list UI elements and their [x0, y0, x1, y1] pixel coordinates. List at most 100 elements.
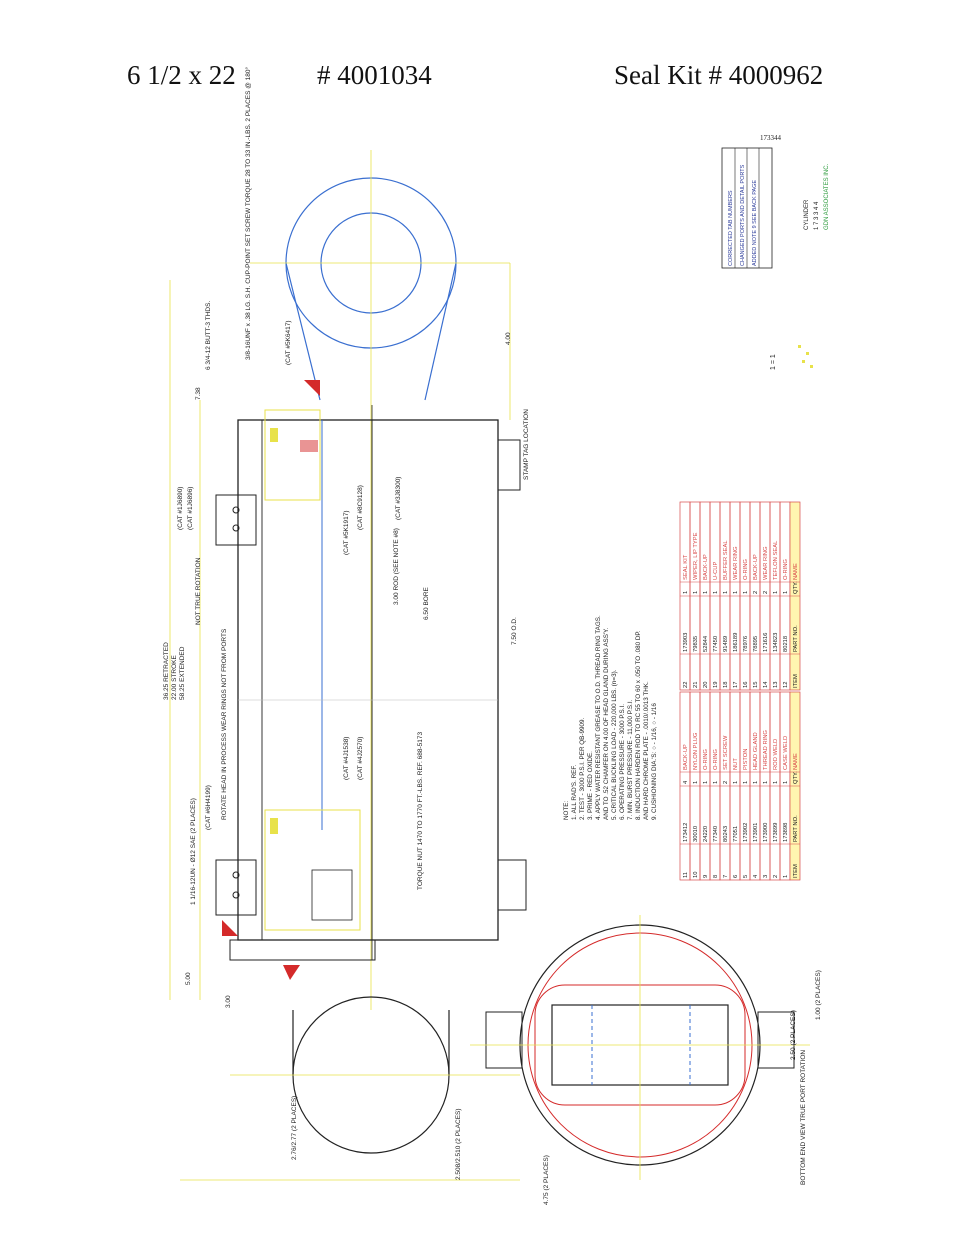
bom-left-cell: 3 [763, 875, 769, 878]
bom-right-cell: U-CUP [713, 562, 719, 580]
cat-a: (CAT #1J6890) [177, 487, 184, 530]
bom-right-cell: 134823 [773, 633, 779, 652]
bom-right-cell: 2 [753, 591, 759, 594]
bom-right-cell: 77450 [713, 636, 719, 652]
cat-e: (CAT #3J8300) [395, 477, 402, 520]
signature-marks [798, 345, 813, 368]
bom-right-cell: 14 [763, 681, 769, 688]
bom-right-cell: 17 [733, 682, 739, 688]
cat-d: (CAT #8C9128) [357, 485, 364, 530]
bom-left-cell: 30010 [693, 826, 699, 842]
port-right-bottom [497, 859, 527, 911]
callout-not-true-rotation: NOT TRUE ROTATION [195, 557, 202, 625]
bom-left-cell: 4 [753, 874, 759, 878]
note-line: 8. INDUCTION HARDEN ROD TO RC 55 TO 60 x… [635, 630, 642, 820]
bom-left-cell: 77340 [713, 826, 719, 842]
bom-right-cell: 12 [783, 682, 789, 688]
bom-left-cell: 10 [693, 872, 699, 878]
bom-left-cell: 173412 [683, 823, 689, 842]
port-right-top [497, 439, 521, 491]
note-line: 7. MIN. BURST PRESSURE - 11,000 P.S.I. [627, 699, 634, 820]
bom-left-cell: 1 [713, 781, 719, 784]
callout-rotate-head: ROTATE HEAD IN PROCESS WEAR RINGS NOT FR… [221, 628, 228, 820]
bom-left-cell: BACK-UP [683, 744, 689, 770]
note-line: 5. CRITICAL BUCKLING LOAD - 220,000 LBS.… [611, 669, 618, 820]
bom-left-cell: O-RING [703, 749, 709, 770]
bom-right-cell: 1 [743, 591, 749, 594]
bom-left-cell: 2 [773, 875, 779, 878]
bom-right-cell: 1 [723, 591, 729, 594]
label-300: 3.00 [225, 995, 232, 1008]
bom-right-cell: 1 [703, 591, 709, 594]
bom-right-cell: 1 [783, 591, 789, 594]
label-port-c: 2.50 (2 PLACES) [790, 1010, 797, 1060]
bom-right-cell: 171616 [763, 633, 769, 652]
cap-eye [230, 996, 520, 1154]
label-extended: 58.25 EXTENDED [179, 646, 186, 700]
bom-left-cell: 4 [683, 780, 689, 784]
bom-right-cell: 79835 [693, 636, 699, 652]
bom-right-cell: 2 [763, 591, 769, 594]
weld-markers [222, 380, 320, 980]
bom-right-cell: 186189 [733, 633, 739, 652]
cylinder-body [229, 405, 499, 961]
scale-label: 1 = 1 [770, 354, 777, 370]
label-pin-a: 2.76/2.77 (2 PLACES) [291, 1096, 298, 1160]
cat-i: (CAT #5K6417) [285, 320, 292, 365]
label-500: 5.00 [185, 972, 192, 985]
bom-left-cell: PART NO. [793, 815, 799, 842]
bom-right-cell: 80218 [783, 636, 789, 652]
bom-right-cell: 13 [773, 682, 779, 688]
bom-right-cell: WIPER, LIP TYPE [693, 532, 699, 580]
label-port-b: 1.00 (2 PLACES) [815, 970, 822, 1020]
bom-left-cell: 1 [753, 781, 759, 784]
note-line: AND HARD CHROME PLATE - .0010/.0013 THK. [643, 681, 650, 820]
revision-2: CHANGED PORTS AND DETAIL PORTS [740, 164, 746, 266]
bom-left-cell: PISTON [743, 749, 749, 770]
bom-right-cell: O-RING [783, 559, 789, 580]
bom-right-cell: BUFFER SEAL [723, 540, 729, 580]
callout-stamp-tag: STAMP TAG LOCATION [523, 409, 530, 480]
bom-left-cell: 173900 [763, 823, 769, 842]
bom-left-cell: SET SCREW [723, 735, 729, 770]
bom-left-cell: NAME [793, 753, 799, 770]
label-retracted: 36.25 RETRACTED [163, 642, 170, 700]
bom-right-cell: 19 [713, 682, 719, 688]
bom-right-cell: SEAL KIT [683, 554, 689, 580]
bom-left-cell: 80243 [723, 826, 729, 842]
bom-left-cell: ROD WELD [773, 739, 779, 770]
bom-left-cell: 5 [743, 875, 749, 878]
title-number: 1 7 3 3 4 4 [814, 201, 820, 230]
note-line: AND TO .52 CHAMFER ON 4.00 OF HEAD GLAND… [603, 627, 610, 820]
note-line: 3. PRIME - RED OXIDE. [587, 751, 594, 820]
label-width: 4.75 (2 PLACES) [543, 1155, 550, 1205]
bom-right-cell: NAME [793, 563, 799, 580]
bom-right-cell: 1 [773, 591, 779, 594]
bom-left-cell: QTY. [793, 771, 799, 784]
note-line: 4. APPLY WATER RESISTANT GREASE TO O.D. … [595, 615, 602, 820]
note-line: 2. TEST - 3000 P.S.I. PER QB-9909. [579, 718, 586, 820]
bom-left-cell: 173901 [753, 823, 759, 842]
bom-left-cell: CASE WELD [783, 736, 789, 770]
bottom-end-view [470, 915, 810, 1180]
bom-left-cell: 1 [693, 781, 699, 784]
bom-left-cell: 11 [683, 872, 689, 878]
label-730: 7.38 [195, 387, 202, 400]
label-torque: TORQUE NUT 1470 TO 1770 FT.-LBS. REF. 68… [417, 731, 424, 890]
bom-left-cell: ITEM [793, 864, 799, 878]
label-od: 7.50 O.D. [511, 617, 518, 645]
bom-right-cell: BACK-UP [753, 554, 759, 580]
header-part-number: # 4001034 [317, 60, 432, 90]
label-setscrew: 3/8-16UNF x .38 LG. S.H. CUP-POINT SET S… [244, 66, 252, 360]
bom-right-cell: QTY. [793, 581, 799, 594]
bom-left-cell: 2 [723, 781, 729, 784]
bom-left-cell: 173902 [743, 823, 749, 842]
bom-right-cell: WEAR RING [763, 546, 769, 580]
port-bottom [215, 859, 257, 916]
dimension-lines [169, 263, 520, 1181]
bom-right-cell: WEAR RING [733, 546, 739, 580]
label-thread: 6 3/4-12 BUTT-3 THDS. [205, 301, 212, 370]
bom-right-cell: 1 [733, 591, 739, 594]
notes-block: NOTE:1. ALL RAD'S. REF.2. TEST - 3000 P.… [563, 615, 658, 820]
